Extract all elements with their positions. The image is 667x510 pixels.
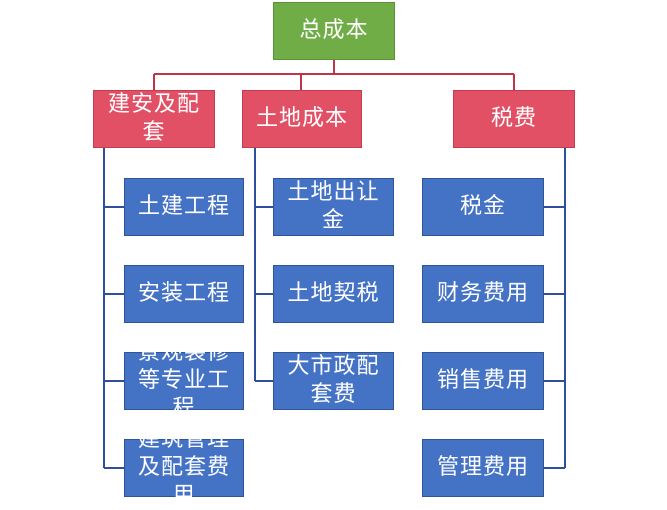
- category-construction: 建安及配套: [93, 90, 215, 148]
- root-connector: [153, 60, 515, 90]
- leaf-taxes: 税金: [422, 178, 544, 236]
- leaf-installation-works: 安装工程: [124, 265, 244, 323]
- leaf-civil-works: 土建工程: [124, 178, 244, 236]
- category-land-cost: 土地成本: [242, 90, 362, 148]
- leaf-land-deed-tax: 土地契税: [273, 265, 394, 323]
- leaf-building-management-fees: 建筑管理及配套费用: [124, 427, 244, 508]
- leaf-sales-expenses: 销售费用: [422, 352, 544, 410]
- branch-connector-3: [544, 148, 566, 469]
- leaf-municipal-supporting-fee: 大市政配套费: [273, 352, 394, 410]
- branch-connector-1: [103, 148, 124, 469]
- leaf-management-expenses: 管理费用: [422, 439, 544, 497]
- branch-connector-2: [254, 148, 273, 382]
- leaf-land-transfer-fee: 土地出让金: [273, 178, 394, 236]
- category-taxes-fees: 税费: [453, 90, 575, 148]
- leaf-landscape-decoration-works: 景观装修等专业工程: [124, 340, 244, 421]
- leaf-financial-expenses: 财务费用: [422, 265, 544, 323]
- root-node: 总成本: [273, 2, 395, 60]
